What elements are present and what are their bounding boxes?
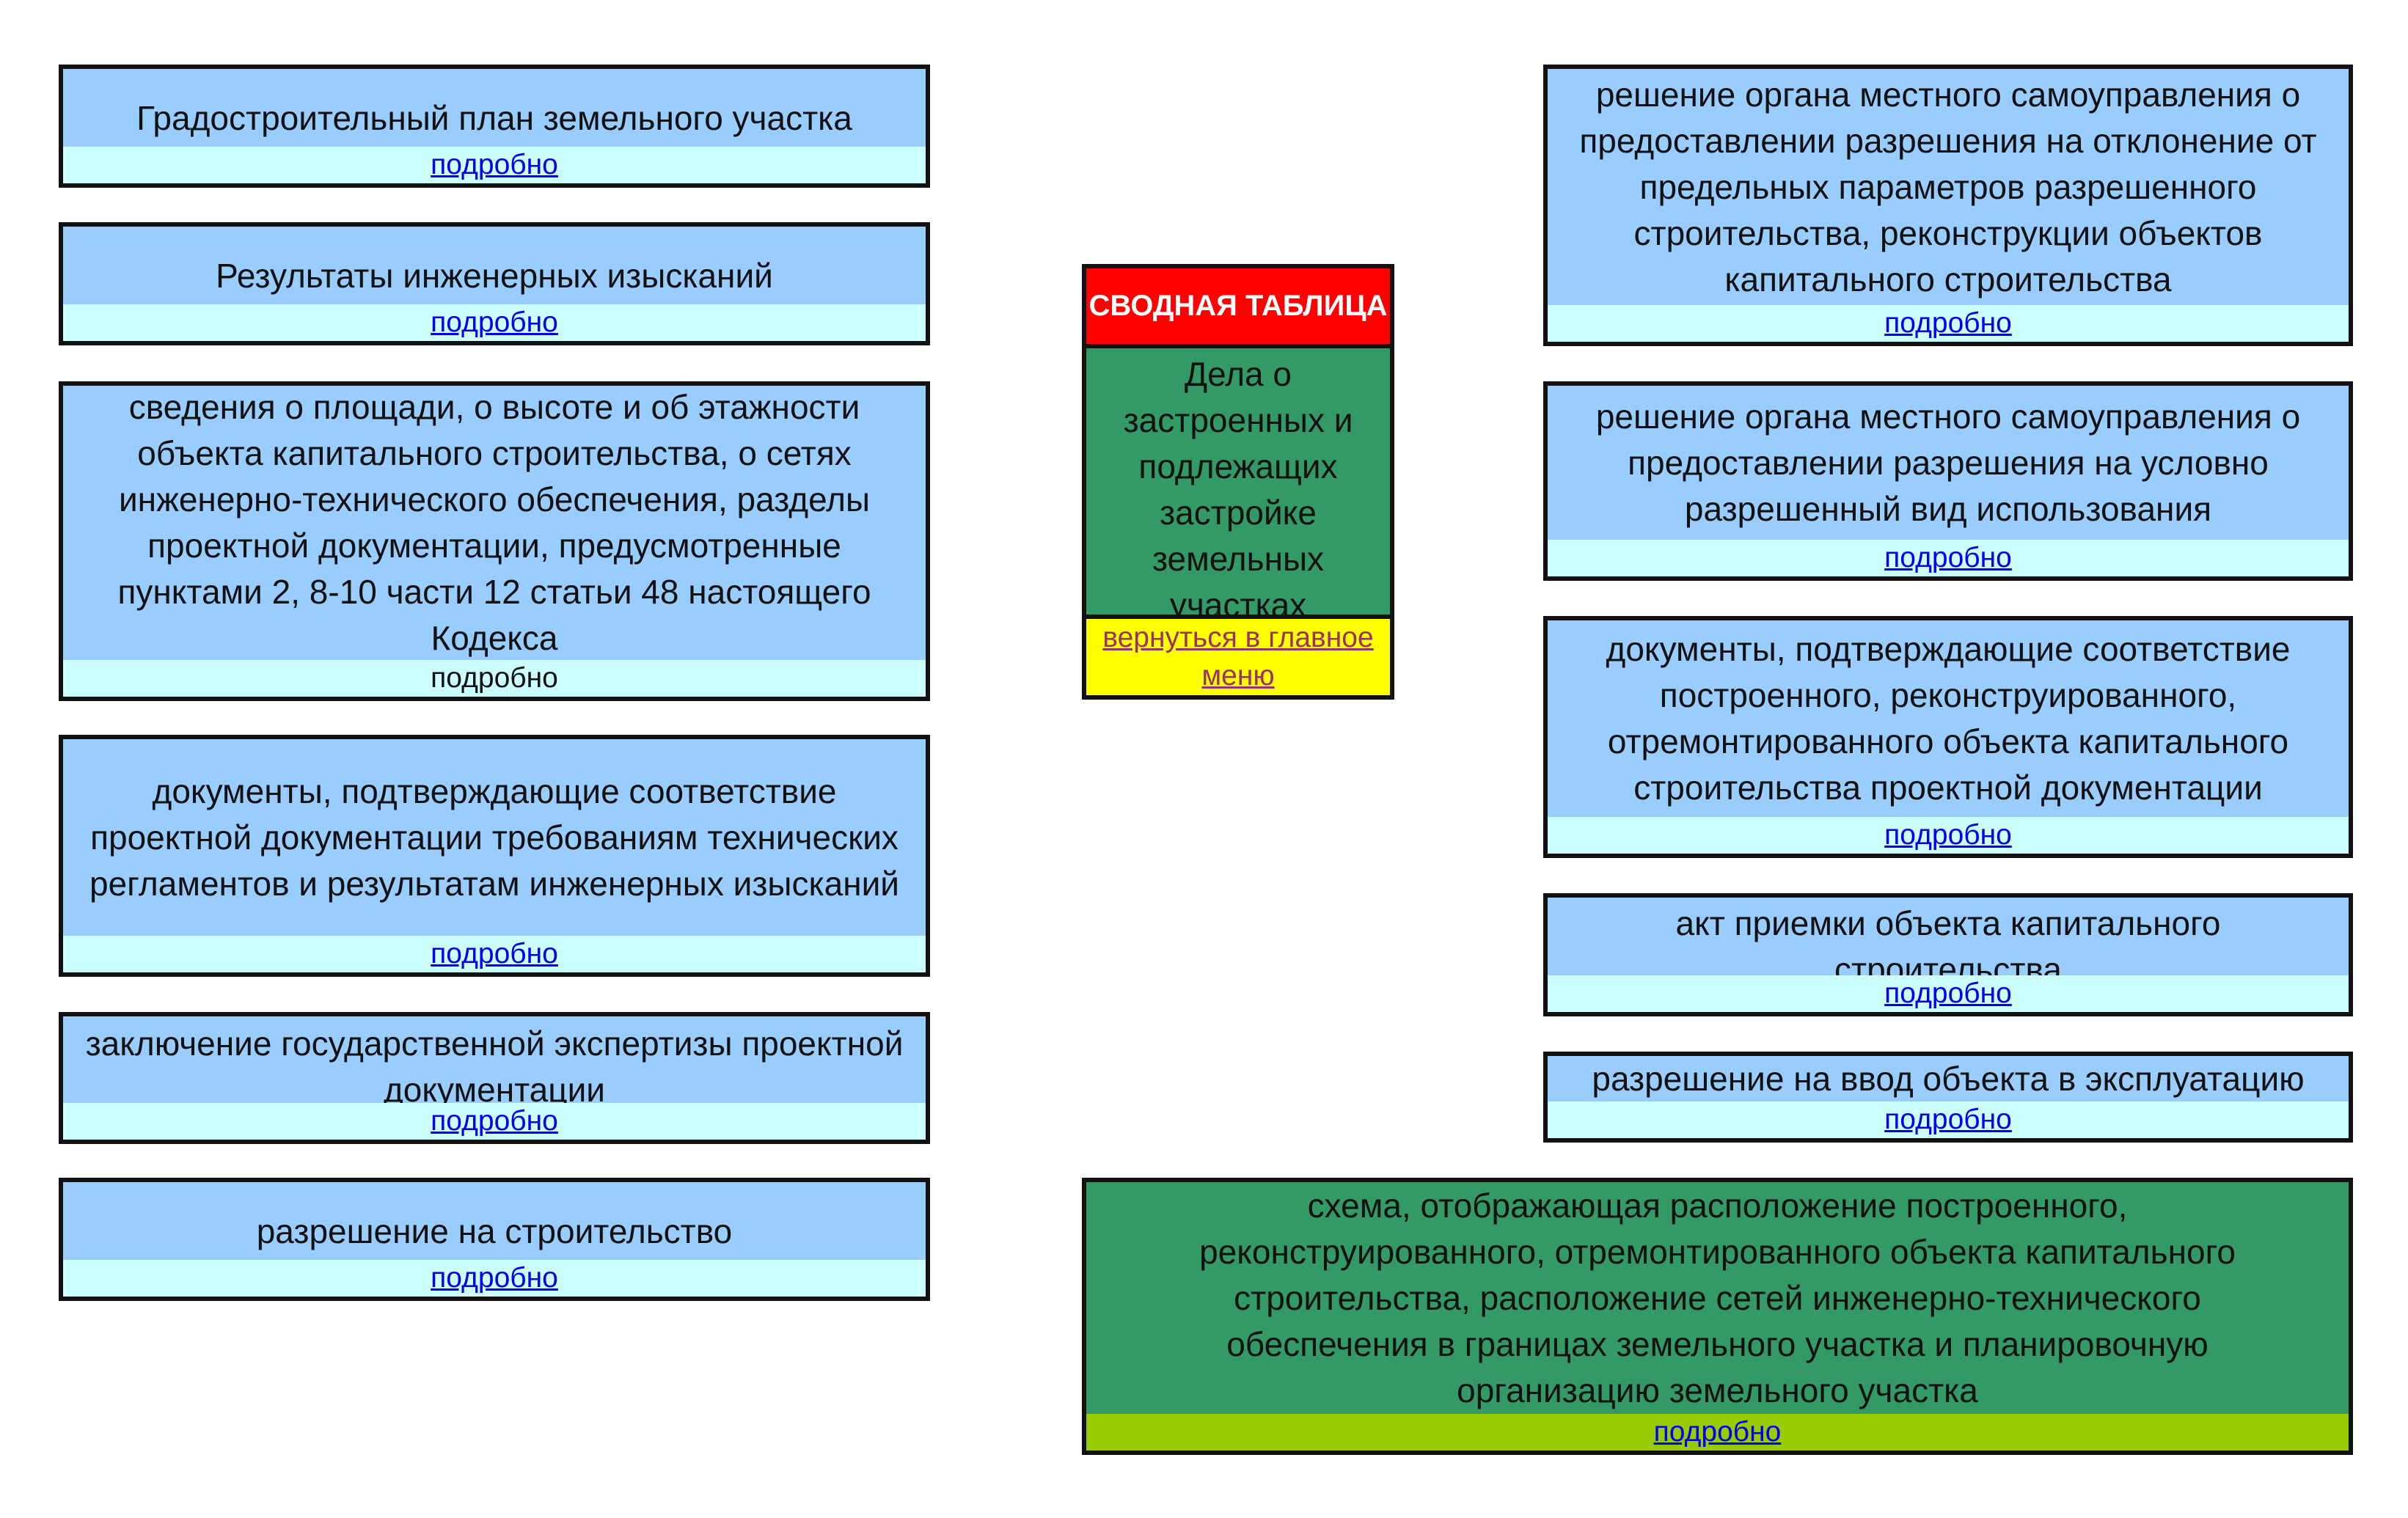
details-link[interactable]: подробно bbox=[1653, 1416, 1782, 1448]
box-text: схема, отображающая расположение построе… bbox=[1199, 1186, 2236, 1409]
details-link[interactable]: подробно bbox=[431, 938, 558, 969]
details-link[interactable]: подробно bbox=[431, 1262, 558, 1294]
details-link[interactable]: подробно bbox=[1884, 978, 2012, 1009]
back-to-main-menu-link[interactable]: вернуться в главное меню bbox=[1102, 622, 1374, 692]
details-link[interactable]: подробно bbox=[1884, 542, 2012, 573]
right-box-2: решение органа местного самоуправления о… bbox=[1543, 381, 2353, 581]
right-box-4: акт приемки объекта капитального строите… bbox=[1543, 893, 2353, 1016]
details-link[interactable]: подробно bbox=[431, 307, 558, 338]
right-box-5: разрешение на ввод объекта в эксплуатаци… bbox=[1543, 1052, 2353, 1143]
details-link[interactable]: подробно bbox=[431, 149, 558, 180]
box-text: разрешение на ввод объекта в эксплуатаци… bbox=[1592, 1059, 2305, 1098]
details-link[interactable]: подробно bbox=[1884, 307, 2012, 339]
details-link[interactable]: подробно bbox=[1884, 819, 2012, 851]
right-box-3: документы, подтверждающие соответствие п… bbox=[1543, 616, 2353, 858]
box-text: решение органа местного самоуправления о… bbox=[1595, 397, 2301, 528]
left-box-3: сведения о площади, о высоте и об этажно… bbox=[59, 381, 930, 701]
box-text: акт приемки объекта капитального строите… bbox=[1675, 904, 2221, 975]
left-box-6: разрешение на строительство подробно bbox=[59, 1178, 930, 1301]
box-text: Результаты инженерных изысканий bbox=[216, 256, 773, 295]
box-text: разрешение на строительство bbox=[256, 1211, 733, 1250]
box-text: документы, подтверждающие соответствие п… bbox=[1606, 630, 2291, 807]
details-label: подробно bbox=[431, 662, 558, 694]
left-box-2: Результаты инженерных изысканий подробно bbox=[59, 222, 930, 345]
details-link[interactable]: подробно bbox=[431, 1105, 558, 1137]
summary-body: Дела о застроенных и подлежащих застройк… bbox=[1086, 348, 1390, 619]
left-box-1: Градостроительный план земельного участк… bbox=[59, 65, 930, 188]
bottom-box: схема, отображающая расположение построе… bbox=[1082, 1178, 2353, 1455]
right-box-1: решение органа местного самоуправления о… bbox=[1543, 65, 2353, 346]
box-text: документы, подтверждающие соответствие п… bbox=[89, 771, 900, 903]
summary-header: СВОДНАЯ ТАБЛИЦА bbox=[1086, 268, 1390, 348]
summary-block: СВОДНАЯ ТАБЛИЦА Дела о застроенных и под… bbox=[1082, 264, 1394, 700]
box-text: заключение государственной экспертизы пр… bbox=[85, 1024, 904, 1103]
details-link[interactable]: подробно bbox=[1884, 1104, 2012, 1135]
box-text: Градостроительный план земельного участк… bbox=[136, 98, 852, 137]
box-text: решение органа местного самоуправления о… bbox=[1579, 75, 2317, 298]
left-box-5: заключение государственной экспертизы пр… bbox=[59, 1012, 930, 1144]
left-box-4: документы, подтверждающие соответствие п… bbox=[59, 735, 930, 977]
box-text: сведения о площади, о высоте и об этажно… bbox=[117, 388, 871, 657]
